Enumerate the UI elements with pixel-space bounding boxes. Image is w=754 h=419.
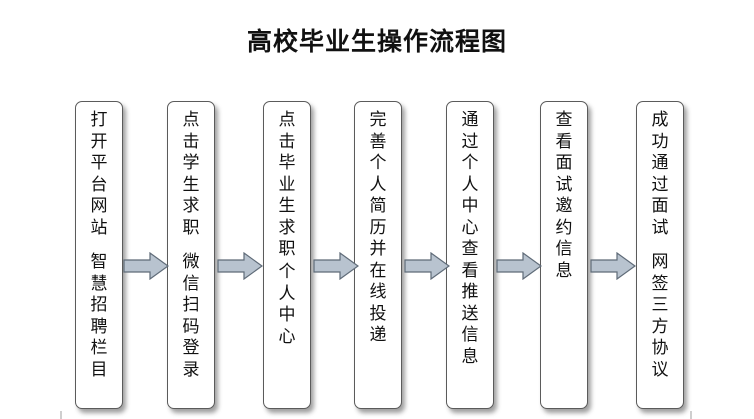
step-text-primary: 成功通过面试 [651,110,669,238]
flow-arrow-icon [496,252,542,280]
step-text-secondary: 智慧招聘栏目 [90,252,108,380]
flow-arrow-icon [217,252,263,280]
flow-step-box: 打开平台网站智慧招聘栏目 [75,101,123,409]
flow-step-box: 通过个人中心查看推送信息 [446,101,494,409]
page-edge-mark [60,411,62,419]
step-text-primary: 查看面试邀约信息 [555,110,573,281]
page-edge-mark [690,411,692,419]
flow-step-box: 查看面试邀约信息 [540,101,588,409]
step-text-primary: 点击学生求职 [182,110,200,238]
flow-arrow-icon [313,252,359,280]
step-text-secondary: 微信扫码登录 [182,252,200,380]
step-text-secondary: 网签三方协议 [651,252,669,380]
flow-arrow-icon [123,252,169,280]
flow-step-box: 成功通过面试网签三方协议 [636,101,684,409]
flow-arrow-icon [404,252,450,280]
flow-step-box: 点击学生求职微信扫码登录 [167,101,215,409]
step-text-primary: 通过个人中心查看推送信息 [461,110,479,367]
step-text-primary: 点击毕业生求职 [278,110,296,259]
flow-step-box: 点击毕业生求职个人中心 [263,101,311,409]
step-text-secondary: 个人中心 [278,262,296,347]
flow-arrow-icon [590,252,636,280]
step-text-primary: 完善个人简历并在线投递 [369,110,387,345]
step-text-primary: 打开平台网站 [90,110,108,238]
flow-step-box: 完善个人简历并在线投递 [354,101,402,409]
diagram-title: 高校毕业生操作流程图 [246,27,507,56]
